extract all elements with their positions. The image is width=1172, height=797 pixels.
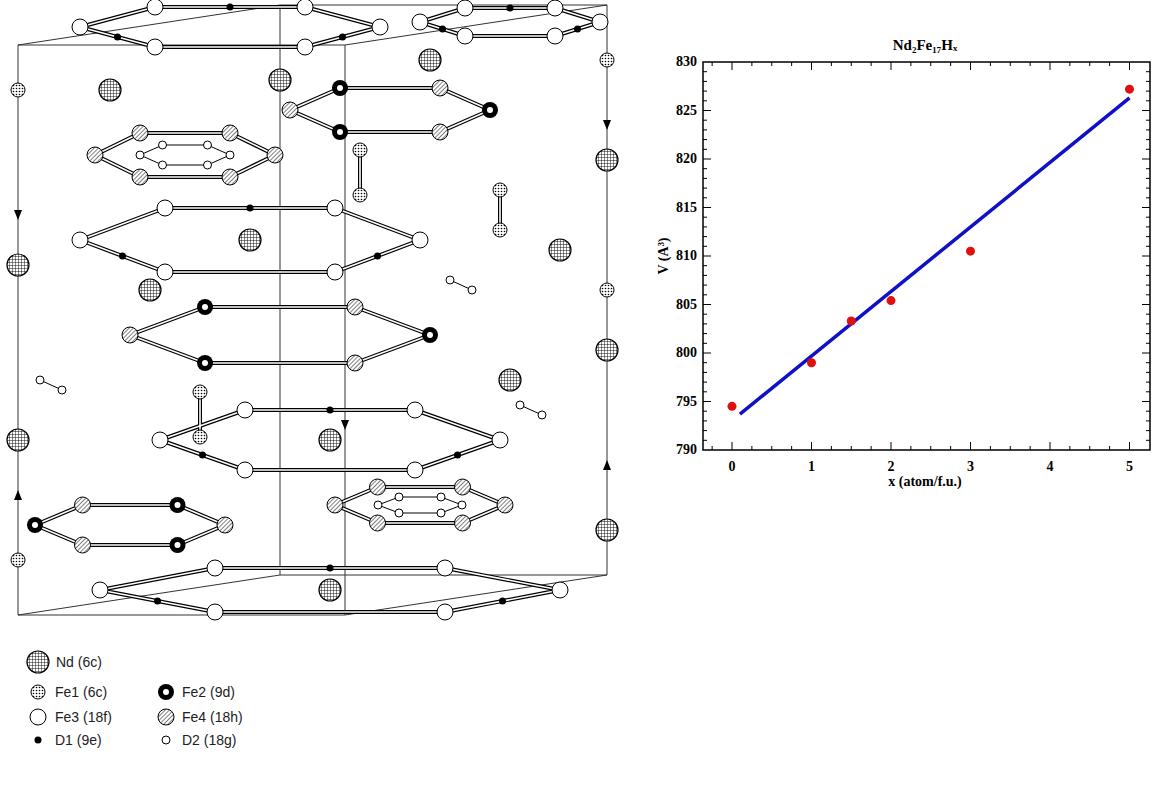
legend-label: D1 (9e) (55, 732, 102, 748)
bonds-outer (35, 7, 600, 612)
y-tick-label: 810 (676, 248, 697, 264)
x-tick-label: 2 (888, 459, 895, 475)
x-tick-label: 4 (1047, 459, 1054, 475)
y-tick-label: 805 (676, 296, 697, 312)
x-axis-label: x (atom/f.u.) (888, 474, 962, 490)
y-tick-label: 825 (676, 102, 697, 118)
x-tick-label: 0 (729, 459, 736, 475)
legend-label: Fe4 (18h) (182, 709, 243, 725)
bonds-inner (35, 7, 600, 612)
legend-samples (27, 651, 174, 744)
y-axis-label: V (A³) (656, 238, 672, 275)
y-tick-label: 815 (676, 199, 697, 215)
legend-label: Fe3 (18f) (55, 709, 112, 725)
d2-bonds (40, 145, 542, 513)
y-tick-label: 790 (676, 442, 697, 458)
legend-label: Fe2 (9d) (182, 684, 235, 700)
x-tick-label: 1 (808, 459, 815, 475)
cell-edges (18, 5, 607, 615)
legend-label: Fe1 (6c) (55, 684, 107, 700)
axis-ticks (703, 62, 1150, 450)
y-tick-label: 830 (676, 54, 697, 70)
x-tick-label: 3 (967, 459, 974, 475)
moment-arrows (14, 120, 611, 500)
legend-label: D2 (18g) (182, 732, 236, 748)
x-tick-label: 5 (1126, 459, 1133, 475)
data-points (728, 85, 1135, 411)
legend-label: Nd (6c) (56, 654, 102, 670)
y-tick-label: 800 (676, 345, 697, 361)
plot-frame (703, 62, 1150, 450)
chart-title: Nd₂Fe₁₇Hₓ (893, 37, 957, 54)
atoms (7, 0, 618, 620)
y-tick-label: 795 (676, 393, 697, 409)
fit-line (740, 98, 1130, 414)
y-tick-label: 820 (676, 151, 697, 167)
